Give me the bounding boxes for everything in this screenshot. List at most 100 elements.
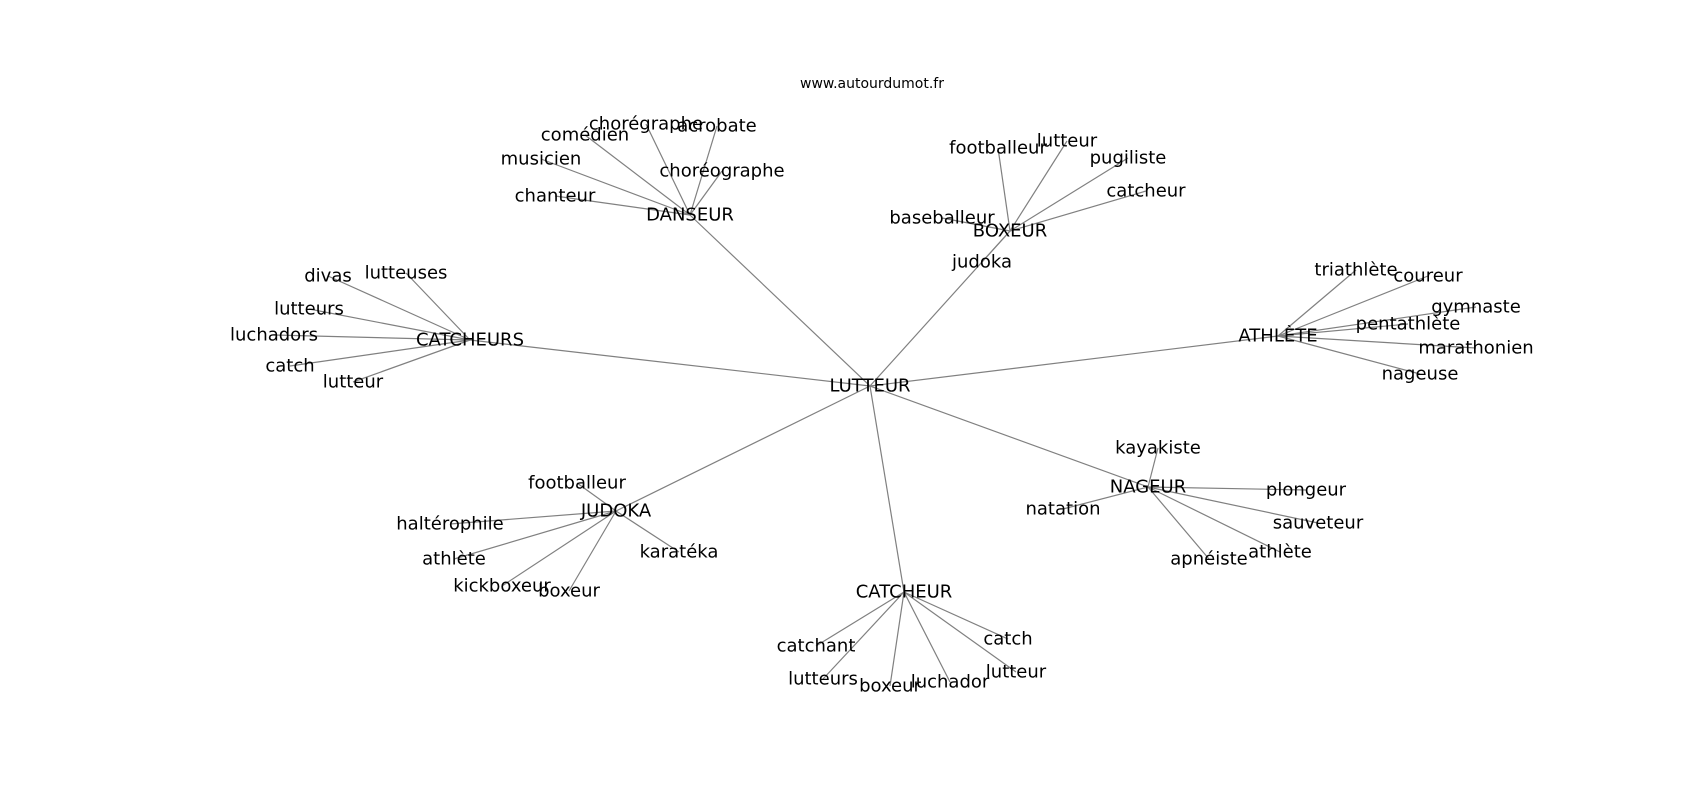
- edge-nageur-leaf-5: [1147, 486, 1281, 553]
- edge-athlete-leaf-0: [1277, 269, 1357, 337]
- leaf-node-athlete-5: nageuse: [1382, 364, 1459, 385]
- leaf-node-athlete-1: coureur: [1393, 266, 1463, 287]
- edge-judoka-leaf-4: [568, 510, 617, 592]
- leaf-node-boxeur-4: baseballeur: [889, 208, 995, 229]
- edge-athlete-leaf-2: [1277, 306, 1477, 337]
- hub-node-boxeur: BOXEUR: [973, 221, 1047, 242]
- edge-judoka-leaf-0: [576, 482, 617, 512]
- leaf-node-danseur-5: chanteur: [515, 186, 596, 207]
- leaf-node-danseur-3: musicien: [501, 149, 582, 170]
- hub-node-nageur: NAGEUR: [1110, 477, 1186, 498]
- hub-node-danseur: DANSEUR: [646, 205, 734, 226]
- edge-athlete-leaf-5: [1277, 335, 1421, 375]
- leaf-node-judoka-2: athlète: [422, 549, 486, 570]
- edges: [273, 123, 1477, 687]
- leaf-node-boxeur-0: footballeur: [949, 138, 1047, 159]
- hub-node-judoka: JUDOKA: [580, 501, 652, 522]
- edge-danseur-leaf-0: [645, 123, 691, 216]
- leaf-node-judoka-3: kickboxeur: [453, 576, 551, 597]
- leaf-node-catcheurs-5: lutteur: [323, 372, 384, 393]
- center-node-label: LUTTEUR: [829, 376, 910, 397]
- leaf-node-boxeur-1: lutteur: [1037, 131, 1098, 152]
- leaf-node-catcheur-4: luchador: [911, 672, 990, 693]
- edge-judoka-leaf-5: [615, 510, 680, 553]
- edge-boxeur-leaf-3: [1009, 190, 1147, 232]
- leaf-node-catcheur-3: boxeur: [859, 676, 921, 697]
- leaf-node-nageur-2: natation: [1025, 499, 1100, 520]
- edge-center-danseur: [689, 214, 871, 387]
- edge-nageur-leaf-0: [1147, 447, 1159, 488]
- edge-danseur-leaf-4: [689, 170, 723, 216]
- edge-nageur-leaf-4: [1147, 486, 1210, 560]
- hub-node-catcheurs: CATCHEURS: [416, 330, 524, 351]
- edge-judoka-leaf-1: [449, 510, 617, 525]
- hub-node-catcheur: CATCHEUR: [856, 582, 953, 603]
- leaf-node-judoka-0: footballeur: [528, 473, 626, 494]
- edge-judoka-leaf-2: [453, 510, 617, 560]
- edge-center-catcheur: [869, 385, 905, 593]
- edge-center-nageur: [869, 385, 1149, 488]
- leaf-node-judoka-5: karatéka: [640, 542, 719, 563]
- edge-catcheur-leaf-0: [815, 591, 905, 647]
- edge-nageur-leaf-2: [1062, 486, 1149, 510]
- leaf-node-boxeur-5: judoka: [951, 252, 1012, 273]
- leaf-node-catcheur-5: lutteur: [986, 662, 1047, 683]
- edge-danseur-leaf-1: [689, 125, 718, 216]
- edge-athlete-leaf-1: [1277, 275, 1429, 337]
- edge-danseur-leaf-3: [540, 158, 691, 216]
- leaf-node-catcheurs-1: lutteuses: [365, 263, 448, 284]
- leaf-node-catcheurs-0: divas: [304, 266, 352, 287]
- leaf-node-nageur-5: athlète: [1248, 542, 1312, 563]
- leaf-node-catcheur-0: catchant: [777, 636, 856, 657]
- leaf-node-nageur-3: sauveteur: [1273, 513, 1364, 534]
- edge-catcheurs-leaf-5: [352, 339, 471, 383]
- edge-judoka-leaf-3: [501, 510, 617, 587]
- edge-boxeur-leaf-4: [941, 217, 1011, 232]
- edge-catcheur-leaf-4: [903, 591, 951, 683]
- leaf-node-catcheur-1: catch: [983, 629, 1032, 650]
- edge-catcheurs-leaf-3: [273, 334, 471, 341]
- edge-boxeur-leaf-2: [1009, 157, 1129, 232]
- edge-boxeur-leaf-5: [981, 230, 1011, 263]
- edge-catcheur-leaf-2: [822, 591, 905, 680]
- leaf-node-athlete-2: gymnaste: [1431, 297, 1521, 318]
- leaf-node-catcheurs-3: luchadors: [230, 325, 318, 346]
- edge-danseur-leaf-2: [584, 134, 691, 216]
- leaf-node-judoka-1: haltérophile: [396, 514, 504, 535]
- edge-catcheurs-leaf-2: [308, 308, 471, 341]
- edge-nageur-leaf-3: [1147, 486, 1319, 524]
- edge-catcheur-leaf-5: [903, 591, 1017, 673]
- leaf-node-boxeur-2: pugiliste: [1090, 148, 1167, 169]
- leaf-node-catcheurs-4: catch: [265, 356, 314, 377]
- edge-center-catcheurs: [469, 339, 871, 387]
- leaf-node-athlete-4: marathonien: [1418, 338, 1533, 359]
- edge-center-judoka: [615, 385, 871, 512]
- edge-nageur-leaf-1: [1147, 486, 1307, 491]
- edge-athlete-leaf-4: [1277, 335, 1477, 349]
- edge-danseur-leaf-5: [554, 195, 691, 216]
- leaf-node-danseur-2: comédien: [541, 125, 629, 146]
- leaf-node-athlete-0: triathlète: [1314, 260, 1397, 281]
- site-credit: www.autourdumot.fr: [800, 76, 944, 92]
- leaf-node-danseur-1: acrobate: [677, 116, 757, 137]
- leaf-node-catcheur-2: lutteurs: [788, 669, 858, 690]
- leaf-node-danseur-4: choréographe: [659, 161, 784, 182]
- edge-catcheurs-leaf-4: [289, 339, 471, 367]
- edge-catcheur-leaf-1: [903, 591, 1009, 640]
- edge-catcheurs-leaf-0: [327, 275, 471, 341]
- leaf-node-nageur-4: apnéiste: [1170, 549, 1247, 570]
- leaf-node-danseur-0: chorégraphe: [589, 114, 703, 135]
- leaf-node-nageur-1: plongeur: [1266, 480, 1347, 501]
- leaf-node-catcheurs-2: lutteurs: [274, 299, 344, 320]
- edge-catcheur-leaf-3: [889, 591, 905, 687]
- leaf-node-boxeur-3: catcheur: [1106, 181, 1186, 202]
- edge-center-athlete: [869, 335, 1279, 387]
- edge-catcheurs-leaf-1: [405, 272, 471, 341]
- edge-athlete-leaf-3: [1277, 323, 1409, 337]
- leaf-node-nageur-0: kayakiste: [1115, 438, 1201, 459]
- leaf-node-judoka-4: boxeur: [538, 581, 600, 602]
- edge-boxeur-leaf-1: [1009, 140, 1068, 232]
